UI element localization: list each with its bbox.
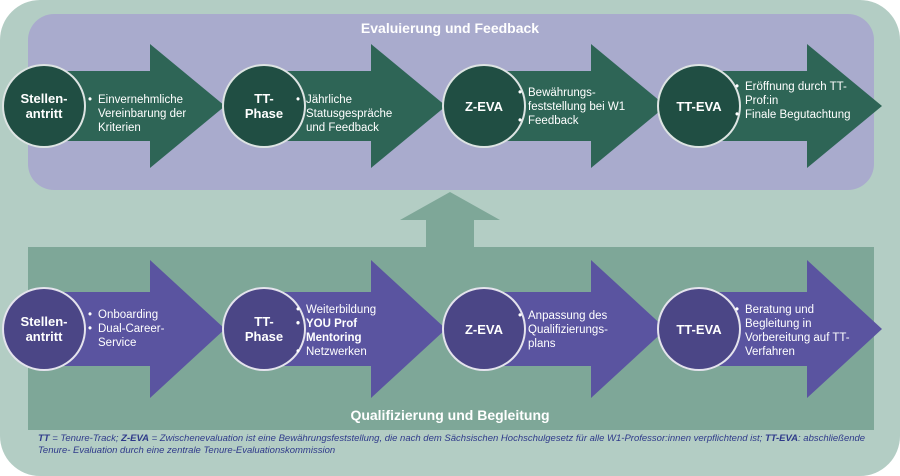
evaluation-text-3: Bewährungs-feststellung bei W1 Feedback xyxy=(518,86,642,128)
footnote-tteva-abbr: TT-EVA xyxy=(764,433,799,444)
circle-label: TT- Phase xyxy=(244,314,284,344)
qualification-text-4: Beratung und Begleitung in Vorbereitung … xyxy=(735,303,853,359)
circle-label: TT- Phase xyxy=(244,91,284,121)
bullet-item: Dual-Career-Service xyxy=(88,322,200,350)
circle-label: Stellen- antritt xyxy=(20,314,68,344)
qualification-circle-stellenantritt: Stellen- antritt xyxy=(2,287,86,371)
qualification-circle-tt-eva: TT-EVA xyxy=(657,287,741,371)
footnote-zeva-abbr: Z-EVA xyxy=(121,433,149,444)
evaluation-title: Evaluierung und Feedback xyxy=(360,20,540,36)
bullet-item: Einvernehmliche Vereinbarung der Kriteri… xyxy=(88,93,206,135)
evaluation-circle-stellenantritt: Stellen- antritt xyxy=(2,64,86,148)
evaluation-text-2: Jährliche Statusgespräche und Feedback xyxy=(296,93,408,135)
qualification-circle-tt-phase: TT- Phase xyxy=(222,287,306,371)
circle-label: Stellen- antritt xyxy=(20,91,68,121)
qualification-text-1: Onboarding Dual-Career-Service xyxy=(88,308,200,350)
up-arrow-icon xyxy=(400,192,500,248)
bullet-item: Jährliche Statusgespräche und Feedback xyxy=(296,93,408,135)
evaluation-text-1: Einvernehmliche Vereinbarung der Kriteri… xyxy=(88,93,206,135)
qualification-text-3: Anpassung des Qualifizierungs-plans xyxy=(518,309,630,351)
bullet-item: Anpassung des Qualifizierungs-plans xyxy=(518,309,630,351)
footnote: TT = Tenure-Track; Z-EVA = Zwischenevalu… xyxy=(38,433,878,457)
bullet-item: Eröffnung durch TT-Prof:in xyxy=(735,80,853,108)
qualification-circle-z-eva: Z-EVA xyxy=(442,287,526,371)
bullet-item: Weiterbildung xyxy=(296,303,408,317)
circle-label: TT-EVA xyxy=(676,98,722,114)
evaluation-circle-tt-eva: TT-EVA xyxy=(657,64,741,148)
bullet-item-bold: YOU Prof Mentoring xyxy=(296,317,408,345)
bullet-item: Beratung und Begleitung in Vorbereitung … xyxy=(735,303,853,359)
bullet-item: Onboarding xyxy=(88,308,200,322)
evaluation-circle-tt-phase: TT- Phase xyxy=(222,64,306,148)
footnote-tt-abbr: TT xyxy=(38,433,50,444)
bullet-item: Bewährungs-feststellung bei W1 xyxy=(518,86,642,114)
footnote-tt-text: = Tenure-Track; xyxy=(49,433,122,444)
circle-label: Z-EVA xyxy=(464,98,504,114)
footnote-zeva-text: = Zwischenevaluation ist eine Bewährungs… xyxy=(148,433,765,444)
evaluation-text-4: Eröffnung durch TT-Prof:in Finale Beguta… xyxy=(735,80,853,122)
evaluation-circle-z-eva: Z-EVA xyxy=(442,64,526,148)
circle-label: TT-EVA xyxy=(676,321,722,337)
bullet-item: Finale Begutachtung xyxy=(735,108,853,122)
qualification-title: Qualifizierung und Begleitung xyxy=(350,407,550,423)
qualification-text-2: Weiterbildung YOU Prof Mentoring Netzwer… xyxy=(296,303,408,359)
footnote-tteva-text: : abschließende Tenure- Evaluation durch… xyxy=(38,433,866,456)
bullet-item: Netzwerken xyxy=(296,345,408,359)
bullet-item: Feedback xyxy=(518,114,642,128)
circle-label: Z-EVA xyxy=(464,321,504,337)
